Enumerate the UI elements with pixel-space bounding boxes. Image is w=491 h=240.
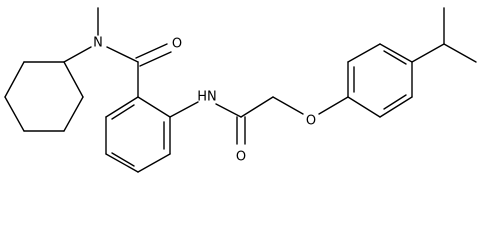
bond [63,61,84,98]
bond [4,61,25,98]
bond-ring-to-nh [169,101,199,118]
bond [4,96,25,132]
cyclohexyl-ring [4,61,84,132]
bond-carbonyl-double-a [135,43,168,59]
chemical-structure-diagram: N O HN O O [4,7,477,173]
anilide-linker [169,96,349,145]
aromatic-inner-bond [383,50,407,65]
isopropyl-group [411,7,477,63]
bond-ring-to-ch [411,43,445,63]
aromatic-inner-bond [383,94,407,110]
bond [137,96,171,118]
atom-label-amide-nitrogen: N [93,36,103,51]
bond-carbonyl-double-b [139,51,172,67]
aromatic-inner-bond [111,104,135,120]
bond [379,96,413,118]
bond [347,96,381,118]
bond [105,96,139,118]
atom-label-ether-oxygen: O [306,114,316,129]
phenoxy-ring [347,43,413,118]
n-methyl-amide-group [63,7,172,98]
bond-o-to-ring [318,96,349,115]
bond [347,43,381,63]
aromatic-inner-bond [111,152,135,167]
bond-ch-to-methyl-right [443,43,477,63]
atom-label-carbonyl-oxygen-top: O [172,37,182,52]
bond [137,153,171,173]
atom-labels: N O HN O O [93,36,316,165]
bond [105,153,139,173]
bond-nh-to-carbonyl [215,103,242,118]
bond [379,43,413,63]
bond-n-carbonyl [106,46,139,63]
central-benzene-ring [105,96,171,173]
bond-ch2-to-o [272,96,304,115]
bond [63,96,84,132]
atom-label-anilide-nitrogen: HN [197,90,217,105]
bond-ring-to-n [63,46,92,63]
bond-carbonyl-to-ch2 [240,96,274,118]
atom-label-carbonyl-oxygen-bottom: O [236,150,246,165]
